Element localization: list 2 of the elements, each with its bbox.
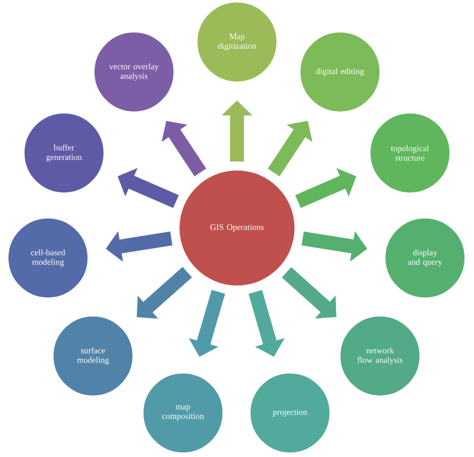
block-arrow xyxy=(282,267,336,318)
block-arrow xyxy=(136,266,192,319)
